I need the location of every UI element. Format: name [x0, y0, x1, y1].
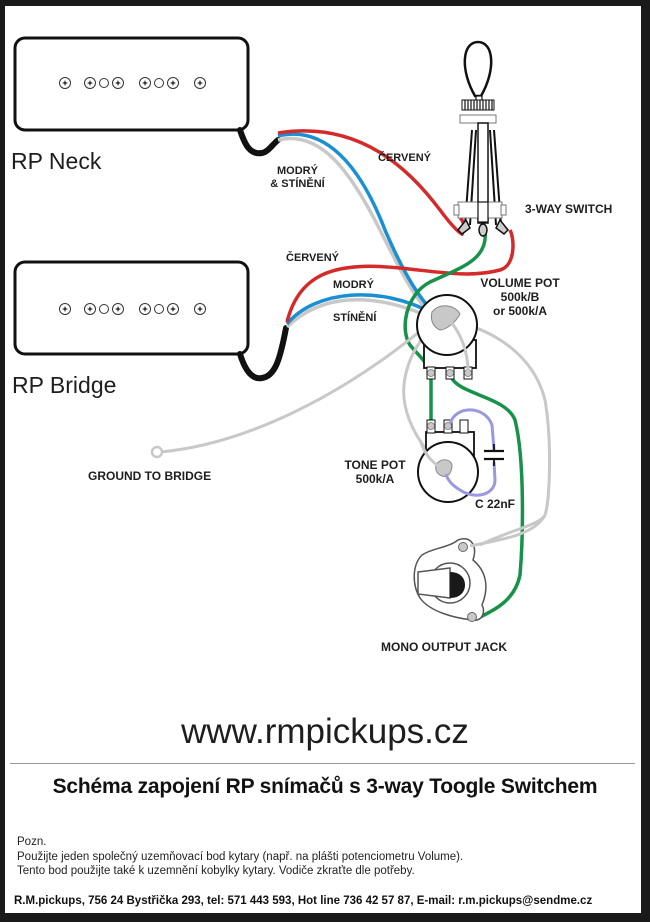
ground-to-bridge-label: GROUND TO BRIDGE — [88, 469, 212, 483]
tone-pot-label: TONE POT 500k/A — [335, 458, 415, 486]
volume-to-jack-ground-wire — [447, 318, 552, 547]
neck-pickup-label: RP Neck — [11, 148, 102, 174]
neck-cable — [237, 127, 281, 157]
neck-blue-label-line1: MODRÝ — [277, 165, 318, 177]
neck-blue-label-line2: & STÍNĚNÍ — [270, 178, 325, 190]
switch-output-green-wire — [403, 231, 487, 373]
neck-pickup — [13, 36, 250, 132]
website-url: www.rmpickups.cz — [181, 712, 469, 751]
ground-to-bridge-terminal — [150, 445, 164, 459]
bridge-pickup — [13, 260, 250, 356]
bridge-red-wire-label: ČERVENÝ — [286, 252, 339, 264]
tone-ground-wire-end — [418, 439, 441, 469]
switch-label: 3-WAY SWITCH — [525, 202, 613, 216]
neck-pole-pieces — [59, 77, 206, 89]
notes-heading: Pozn. — [17, 836, 47, 848]
bridge-shield-wire — [285, 297, 433, 329]
bridge-pole-pieces — [59, 303, 206, 315]
diagram-title: Schéma zapojení RP snímačů s 3-way Toogl… — [52, 775, 598, 798]
volume-pot-label-line2: 500k/B — [500, 290, 540, 304]
capacitor-lead-bottom — [444, 461, 497, 497]
divider — [10, 763, 635, 764]
neck-blue-shield-label: MODRÝ & STÍNĚNÍ — [265, 165, 330, 191]
notes: Pozn. Použijte jeden společný uzemňovací… — [17, 835, 463, 879]
bridge-cable — [237, 325, 289, 382]
bridge-red-wire — [285, 229, 515, 323]
capacitor-label: C 22nF — [475, 497, 516, 511]
volume-pot-label-line3: or 500k/A — [492, 304, 548, 318]
output-jack — [413, 538, 487, 622]
capacitor-symbol — [484, 444, 504, 466]
volume-pot-label: VOLUME POT 500k/B or 500k/A — [465, 276, 575, 318]
bridge-blue-wire-label: MODRÝ — [333, 279, 374, 291]
jack-label: MONO OUTPUT JACK — [381, 640, 507, 654]
volume-to-jack-green-wire — [448, 373, 525, 620]
three-way-switch — [453, 40, 510, 237]
tone-pot-label-line2: 500k/A — [355, 472, 395, 486]
ground-to-bridge-wire — [159, 316, 437, 454]
bridge-pickup-label: RP Bridge — [12, 372, 117, 398]
contact-footer: R.M.pickups, 756 24 Bystřička 293, tel: … — [14, 895, 593, 907]
notes-line-1: Použijte jeden společný uzemňovací bod k… — [17, 850, 464, 863]
neck-red-wire-label: ČERVENÝ — [378, 152, 431, 164]
volume-pot-label-line1: VOLUME POT — [480, 276, 560, 290]
tone-pot — [417, 419, 479, 503]
notes-line-2: Tento bod použijte také k uzemnění kobyl… — [17, 865, 415, 877]
capacitor-lead-top — [448, 408, 496, 451]
bridge-blue-wire — [285, 293, 433, 326]
tone-pot-label-line1: TONE POT — [344, 458, 406, 472]
bridge-shield-wire-label: STÍNĚNÍ — [333, 312, 377, 324]
